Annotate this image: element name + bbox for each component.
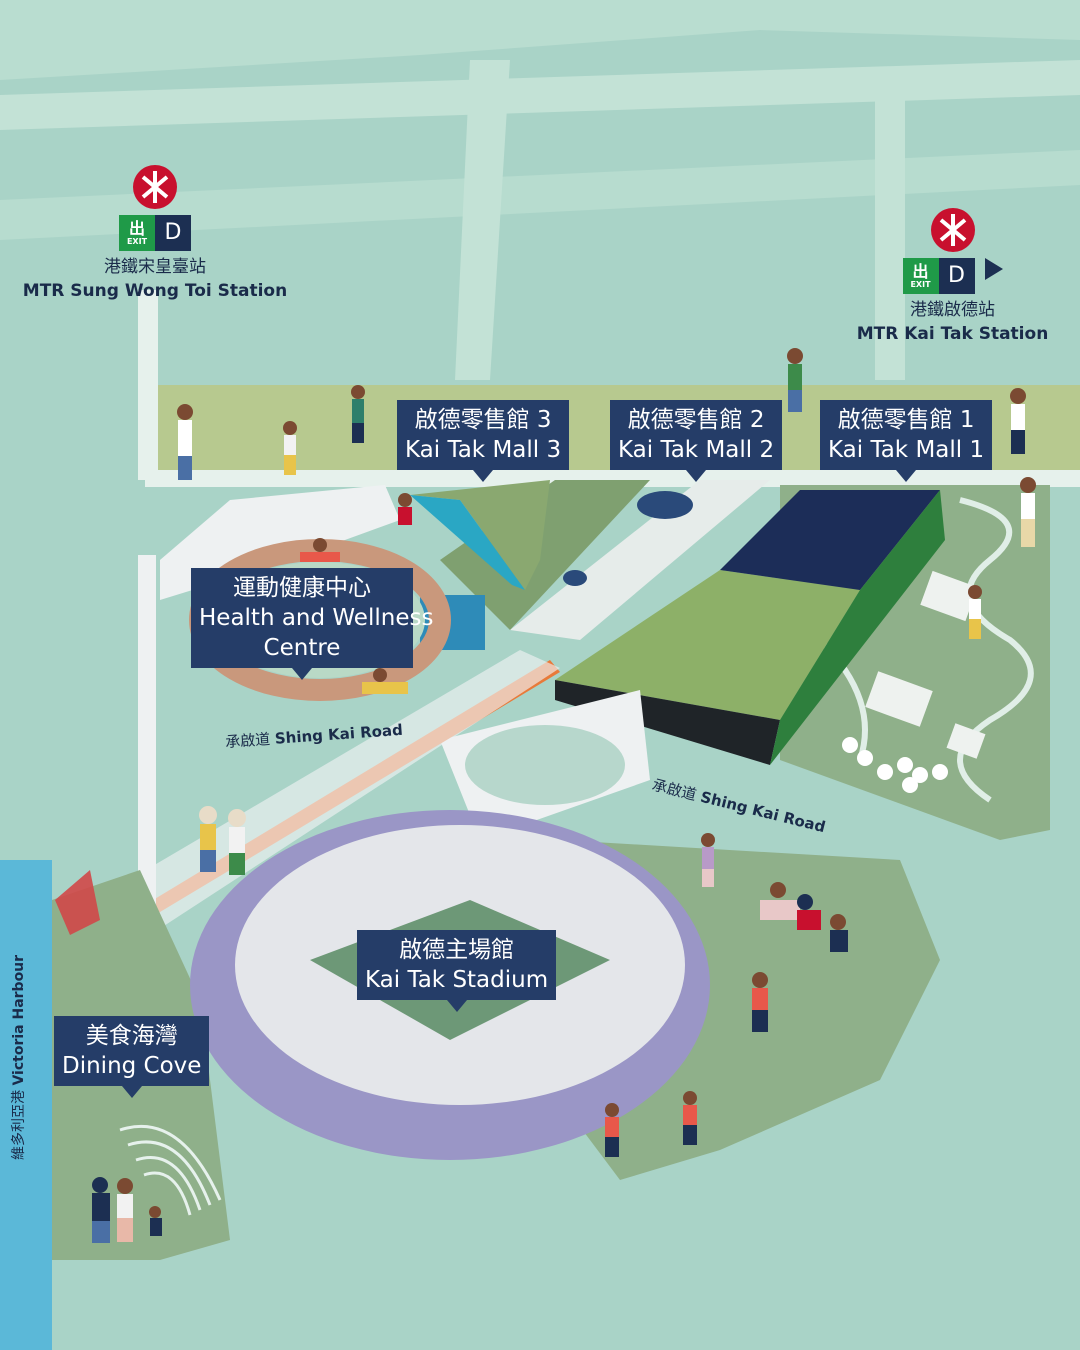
pavilion: [865, 671, 933, 727]
station-name-en: MTR Kai Tak Station: [856, 324, 1049, 344]
mall2-roof: [510, 480, 770, 640]
park-seats: [842, 737, 948, 793]
upper-road: [0, 0, 1080, 80]
station-name-zh: 港鐵啟德站: [910, 300, 995, 320]
mall-facade-green: [770, 490, 945, 765]
pavilion: [946, 723, 986, 759]
health-centre-green: [410, 480, 550, 590]
flag-structure: [55, 870, 100, 935]
pavilion: [920, 570, 978, 622]
dining-cove-terrace: [119, 1124, 222, 1216]
plaza-oval: [465, 725, 625, 805]
mall-roof-green: [555, 570, 860, 720]
skylight: [637, 491, 693, 519]
walkway: [138, 555, 156, 925]
label-dining-cove[interactable]: 美食海灣 Dining Cove: [54, 1016, 210, 1098]
exit-letter: D: [938, 258, 975, 294]
people-figures: [92, 348, 1036, 1243]
walkway: [145, 470, 1080, 487]
label-kai-tak-mall-1[interactable]: 啟德零售館 1 Kai Tak Mall 1: [820, 400, 993, 482]
mall1-solar-roof: [720, 490, 940, 590]
label-kai-tak-mall-2[interactable]: 啟德零售館 2 Kai Tak Mall 2: [610, 400, 783, 482]
upper-road: [875, 90, 905, 380]
harbour-label: 維多利亞港 Victoria Harbour: [11, 954, 27, 1160]
upper-road: [0, 60, 1080, 130]
station-name-en: MTR Sung Wong Toi Station: [22, 281, 288, 301]
glass-facade: [410, 495, 525, 590]
mall3-roof: [440, 480, 650, 630]
label-kai-tak-stadium[interactable]: 啟德主場館 Kai Tak Stadium: [357, 930, 557, 1012]
upper-road: [455, 60, 510, 380]
station-name-zh: 港鐵宋皇臺站: [104, 257, 206, 277]
mtr-logo-icon: [930, 208, 975, 252]
label-kai-tak-mall-3[interactable]: 啟德零售館 3 Kai Tak Mall 3: [397, 400, 570, 482]
arrow-right-icon: [984, 258, 1003, 280]
walkway: [138, 290, 158, 480]
exit-letter: D: [155, 215, 191, 251]
victoria-harbour-water: [0, 860, 52, 1350]
skylight: [563, 570, 587, 586]
upper-road: [0, 150, 1080, 240]
mtr-logo-icon: [133, 165, 177, 209]
label-health-wellness-centre[interactable]: 運動健康中心 Health and Wellness Centre: [191, 568, 433, 680]
